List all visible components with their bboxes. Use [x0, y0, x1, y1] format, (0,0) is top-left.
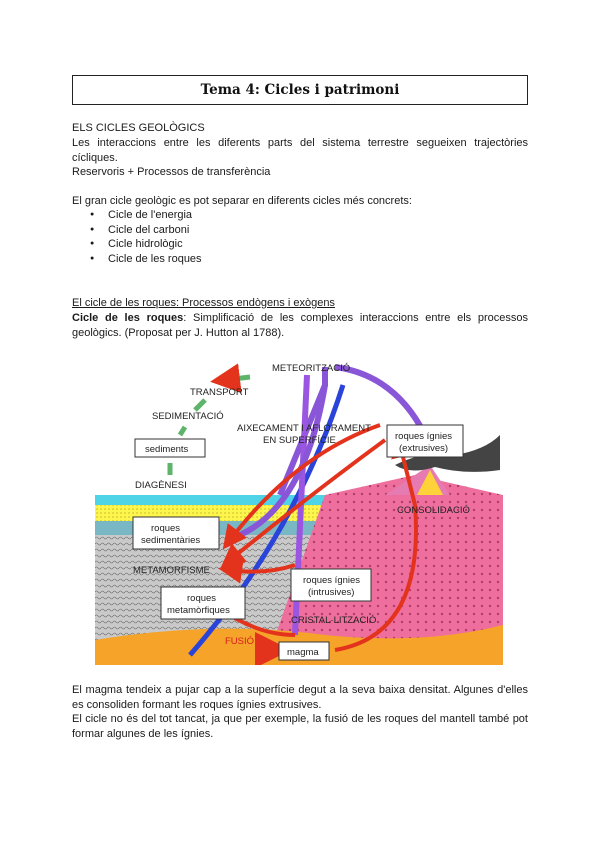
box-ignies-extrusives — [386, 424, 464, 458]
label-consolidacio: CONSOLIDACIÓ — [397, 505, 470, 516]
label-transport: TRANSPORT — [190, 387, 249, 398]
label-metamorfisme: METAMORFISME — [133, 565, 210, 576]
list-item: Cicle hidrològic — [72, 237, 202, 252]
rock-cycle-definition: Cicle de les roques: Simplificació de le… — [72, 311, 528, 340]
label-ignies-int-2: (intrusives) — [308, 587, 354, 598]
box-ignies-intrusives — [290, 568, 372, 602]
list-item: Cicle de les roques — [72, 252, 202, 267]
red-arrow — [334, 433, 418, 652]
box-magma — [278, 641, 330, 661]
label-sediments: sediments — [145, 444, 189, 455]
red-arrow — [222, 423, 381, 550]
box-sedimentaries — [132, 516, 220, 550]
rock-cycle-heading: El cicle de les roques: Processos endòge… — [72, 297, 335, 309]
label-meteoritzacio: METEORITZACIÓ — [272, 363, 350, 374]
closing-paragraph-2: El cicle no és del tot tancat, ja que pe… — [72, 713, 528, 740]
page-title: Tema 4: Cicles i patrimoni — [200, 82, 400, 98]
definition-term: Cicle de les roques — [72, 312, 184, 324]
red-arrow — [220, 438, 387, 568]
ash-cloud — [395, 435, 500, 472]
label-aixecament-2: EN SUPERFÍCIE — [263, 435, 336, 446]
weathering-arrow — [334, 364, 428, 437]
title-box: Tema 4: Cicles i patrimoni — [72, 75, 528, 105]
cycles-lead: El gran cicle geològic es pot separar en… — [72, 195, 412, 207]
box-metamorfiques — [160, 586, 246, 620]
igneous-zone — [265, 475, 503, 665]
label-fusio: FUSIÓ — [225, 636, 254, 647]
label-magma: magma — [287, 647, 319, 658]
green-arrow — [193, 398, 207, 412]
closing-paragraph-1: El magma tendeix a pujar cap a la superf… — [72, 684, 528, 711]
label-ignies-ext-2: (extrusives) — [399, 443, 448, 454]
intro-paragraph: Les interaccions entre les diferents par… — [72, 137, 528, 164]
red-arrow — [218, 559, 296, 584]
section-heading: ELS CICLES GEOLÒGICS — [72, 122, 205, 134]
green-arrow — [210, 363, 251, 394]
label-sed: roques — [151, 523, 180, 534]
volcano-vent — [417, 470, 443, 495]
label-sed-2: sedimentàries — [141, 535, 200, 546]
label-met: roques — [187, 593, 216, 604]
label-aixecament: AIXECAMENT I AFLORAMENT — [237, 423, 371, 434]
label-cristallitzacio: CRISTAL·LITZACIÓ — [291, 615, 376, 626]
rock-cycle-diagram: METEORITZACIÓ TRANSPORT SEDIMENTACIÓ sed… — [95, 363, 503, 665]
cycles-list: Cicle de l'energia Cicle del carboni Cic… — [72, 208, 202, 266]
uplift-arrow — [238, 384, 328, 538]
label-ignies-ext: roques ígnies — [395, 431, 452, 442]
label-ignies-int: roques ígnies — [303, 575, 360, 586]
reservoirs-line: Reservoris + Processos de transferència — [72, 166, 271, 178]
green-arrow — [177, 425, 188, 437]
list-item: Cicle del carboni — [72, 223, 202, 238]
list-item: Cicle de l'energia — [72, 208, 202, 223]
definition-text: : Simplificació de les complexes interac… — [72, 312, 528, 339]
box-sediments — [134, 438, 206, 458]
label-sedimentacio: SEDIMENTACIÓ — [152, 411, 224, 422]
uplift-arrow — [188, 384, 346, 657]
label-diagenesi: DIAGÈNESI — [135, 480, 187, 491]
label-met-2: metamòrfiques — [167, 605, 230, 616]
